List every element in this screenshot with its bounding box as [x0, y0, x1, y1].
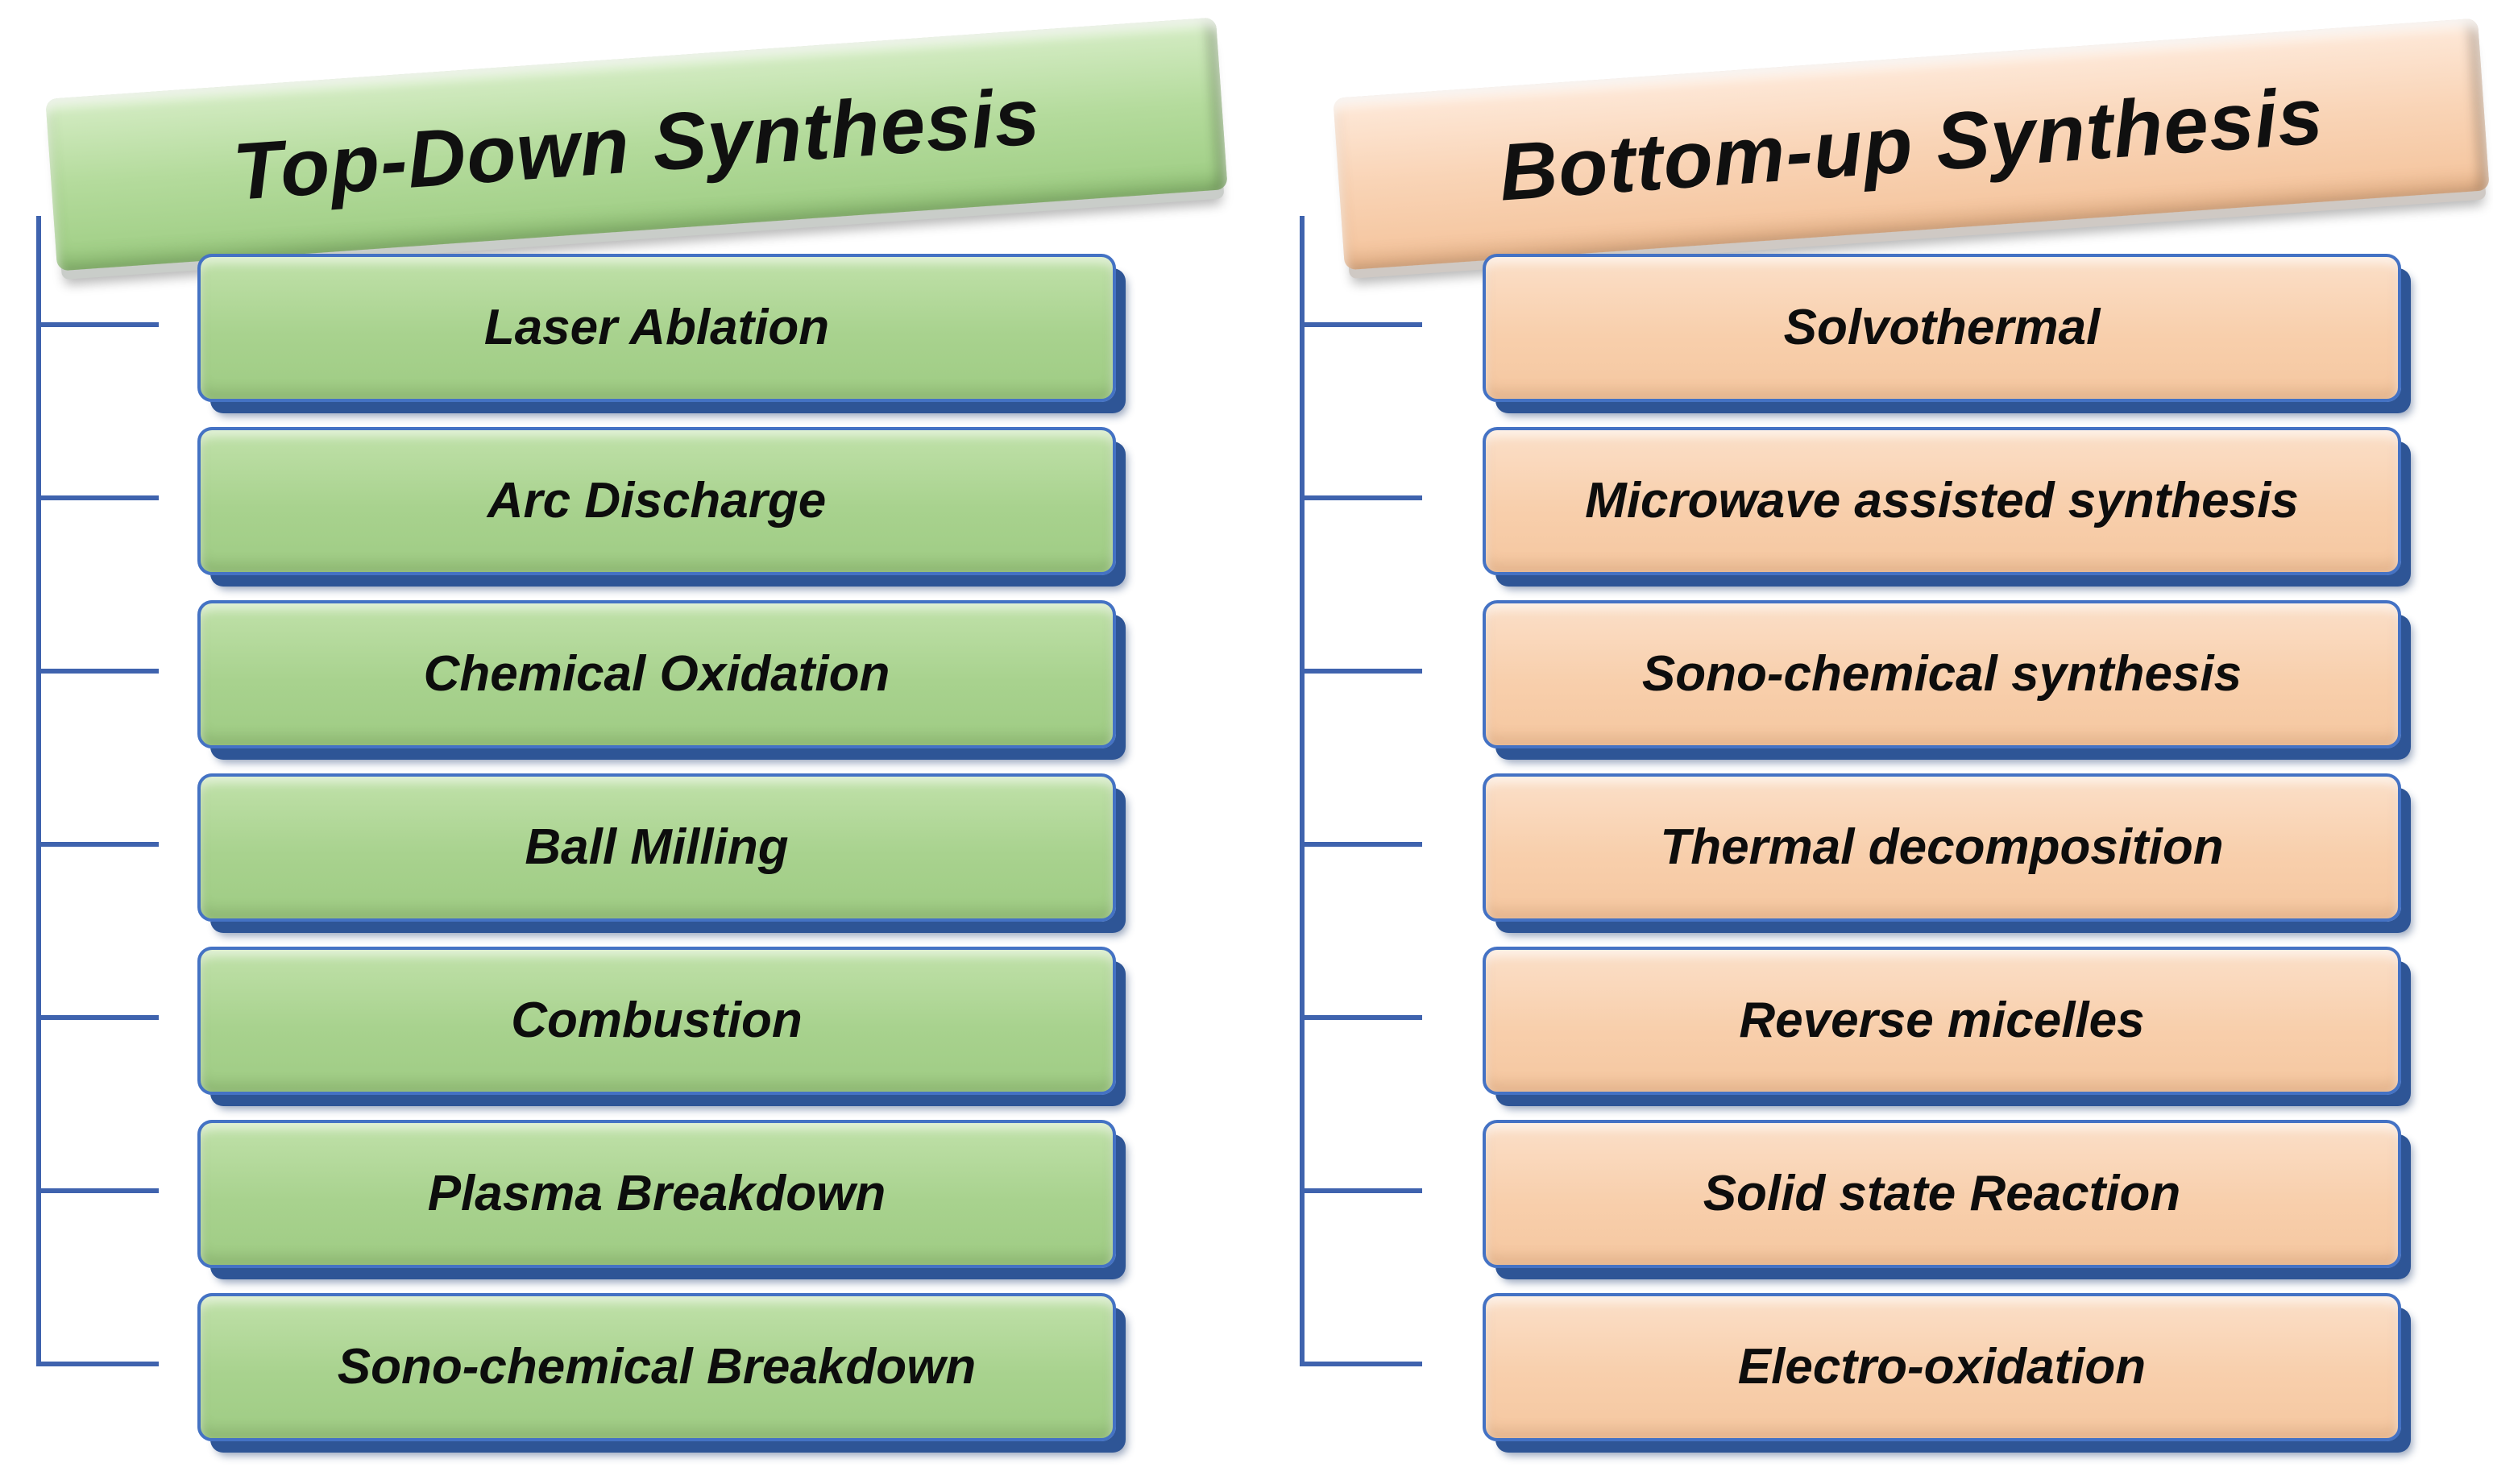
method-label: Chemical Oxidation: [423, 646, 890, 702]
left-connector-branch: [36, 1362, 159, 1366]
method-box-solvothermal: Solvothermal: [1483, 254, 2401, 402]
method-label: Laser Ablation: [483, 300, 830, 355]
method-label: Thermal decomposition: [1660, 819, 2224, 875]
method-box-solid-state-reaction: Solid state Reaction: [1483, 1120, 2401, 1268]
bottom-up-title: Bottom-up Synthesis: [1496, 70, 2326, 218]
method-box-chemical-oxidation: Chemical Oxidation: [197, 600, 1116, 748]
right-connector-branch: [1300, 669, 1422, 674]
left-connector-branch: [36, 322, 159, 327]
right-connector-branch: [1300, 1362, 1422, 1366]
right-connector-branch: [1300, 1188, 1422, 1193]
method-box-electro-oxidation: Electro-oxidation: [1483, 1293, 2401, 1441]
method-box-laser-ablation: Laser Ablation: [197, 254, 1116, 402]
method-label: Solvothermal: [1783, 300, 2101, 355]
method-label: Microwave assisted synthesis: [1585, 473, 2299, 529]
method-label: Electro-oxidation: [1737, 1339, 2147, 1395]
method-label: Combustion: [511, 993, 803, 1048]
method-box-microwave-assisted-synthesis: Microwave assisted synthesis: [1483, 427, 2401, 575]
method-box-thermal-decomposition: Thermal decomposition: [1483, 773, 2401, 922]
left-connector-trunk: [36, 216, 41, 1366]
right-connector-branch: [1300, 322, 1422, 327]
top-down-title: Top-Down Synthesis: [230, 71, 1043, 218]
method-box-combustion: Combustion: [197, 947, 1116, 1095]
left-connector-branch: [36, 842, 159, 847]
right-connector-branch: [1300, 495, 1422, 500]
method-label: Reverse micelles: [1739, 993, 2145, 1048]
right-connector-trunk: [1300, 216, 1305, 1366]
left-connector-branch: [36, 1015, 159, 1020]
method-box-reverse-micelles: Reverse micelles: [1483, 947, 2401, 1095]
right-connector-branch: [1300, 842, 1422, 847]
method-box-arc-discharge: Arc Discharge: [197, 427, 1116, 575]
left-connector-branch: [36, 495, 159, 500]
right-connector-branch: [1300, 1015, 1422, 1020]
method-box-ball-milling: Ball Milling: [197, 773, 1116, 922]
left-connector-branch: [36, 669, 159, 674]
method-label: Sono-chemical synthesis: [1641, 646, 2242, 702]
method-box-sono-chemical-synthesis: Sono-chemical synthesis: [1483, 600, 2401, 748]
method-label: Arc Discharge: [487, 473, 827, 529]
method-label: Ball Milling: [525, 819, 789, 875]
method-label: Sono-chemical Breakdown: [337, 1339, 977, 1395]
left-connector-branch: [36, 1188, 159, 1193]
method-box-sono-chemical-breakdown: Sono-chemical Breakdown: [197, 1293, 1116, 1441]
bottom-up-header-banner: Bottom-up Synthesis: [1333, 18, 2490, 271]
method-box-plasma-breakdown: Plasma Breakdown: [197, 1120, 1116, 1268]
top-down-header-banner: Top-Down Synthesis: [45, 17, 1228, 272]
method-label: Plasma Breakdown: [427, 1166, 886, 1221]
method-label: Solid state Reaction: [1703, 1166, 2181, 1221]
